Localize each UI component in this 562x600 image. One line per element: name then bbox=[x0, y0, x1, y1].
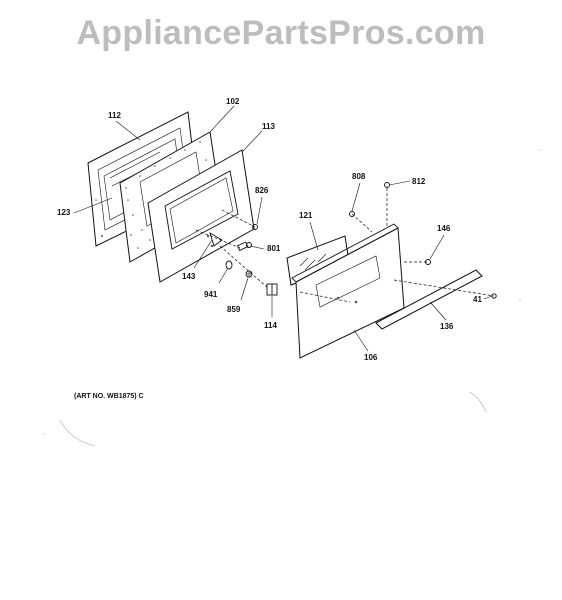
callout-826: 826 bbox=[255, 186, 269, 195]
callout-859: 859 bbox=[227, 305, 241, 314]
part-143-hinge-bracket[interactable] bbox=[209, 232, 223, 247]
part-808-screw[interactable] bbox=[349, 211, 355, 217]
part-114-hinge-pin[interactable] bbox=[266, 283, 278, 296]
callout-801: 801 bbox=[267, 244, 281, 253]
callout-labels: 112 102 113 123 826 801 143 941 859 114 … bbox=[57, 97, 482, 362]
part-826-screw[interactable] bbox=[252, 224, 258, 230]
callout-113: 113 bbox=[262, 122, 275, 131]
callout-leaders bbox=[73, 105, 493, 352]
callout-136: 136 bbox=[440, 322, 454, 331]
art-number: (ART NO. WB1875) C bbox=[74, 393, 144, 400]
callout-146: 146 bbox=[437, 224, 451, 233]
part-801-screw[interactable] bbox=[236, 241, 252, 252]
site-watermark: AppliancePartsPros.com bbox=[76, 14, 486, 52]
part-106-outer-door-panel[interactable] bbox=[291, 223, 405, 359]
part-136-trim-strip[interactable] bbox=[375, 269, 483, 330]
scan-artifacts bbox=[43, 149, 541, 447]
callout-812: 812 bbox=[412, 177, 426, 186]
callout-114: 114 bbox=[264, 321, 277, 330]
callout-106: 106 bbox=[364, 353, 378, 362]
assembly-guide-lines bbox=[195, 188, 495, 303]
callout-941: 941 bbox=[204, 290, 218, 299]
part-812-screw[interactable] bbox=[384, 182, 390, 188]
part-859-washer[interactable] bbox=[245, 270, 253, 278]
part-941-clip[interactable] bbox=[225, 260, 233, 270]
callout-102: 102 bbox=[226, 97, 240, 106]
callout-121: 121 bbox=[299, 211, 313, 220]
callout-143: 143 bbox=[182, 272, 196, 281]
part-113-door-frame[interactable] bbox=[147, 149, 255, 283]
callout-123: 123 bbox=[57, 208, 71, 217]
callout-112: 112 bbox=[108, 111, 121, 120]
callout-41: 41 bbox=[473, 295, 482, 304]
callout-808: 808 bbox=[352, 172, 366, 181]
